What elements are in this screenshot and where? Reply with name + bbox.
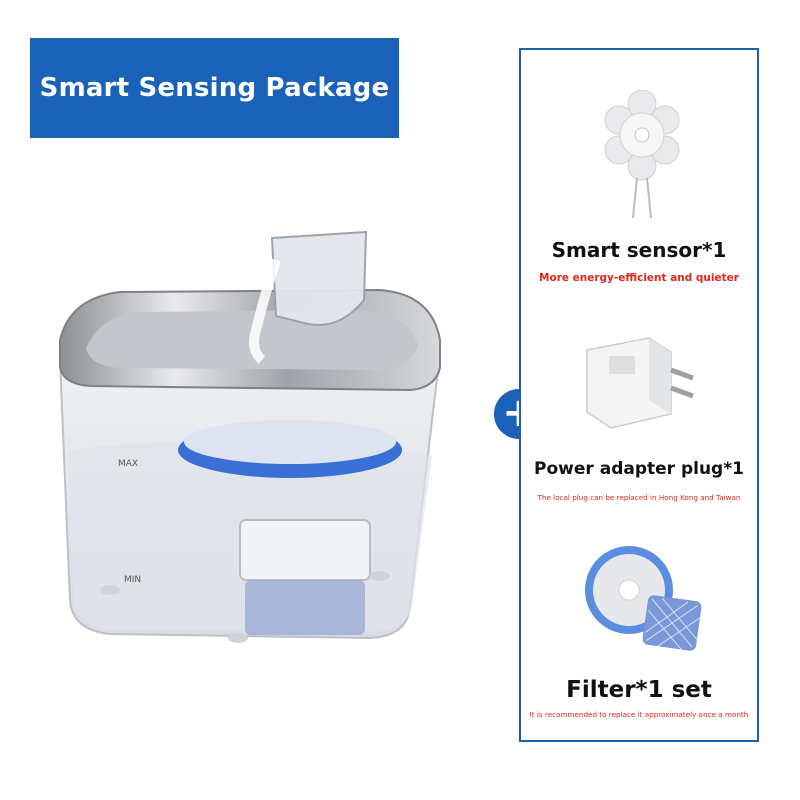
flower-sensor-icon [597,90,687,222]
item-subtitle-smart-sensor: More energy-efficient and quieter [539,272,739,284]
item-subtitle-power-adapter: The local plug can be replaced in Hong K… [537,493,741,502]
package-contents-panel: Smart sensor*1 More energy-efficient and… [519,48,759,742]
water-fountain-image: MAX MIN [40,220,460,660]
package-title-banner: Smart Sensing Package [30,38,399,138]
package-title: Smart Sensing Package [39,73,390,103]
item-subtitle-filter: It is recommended to replace it approxim… [529,710,749,719]
max-mark: MAX [118,459,138,469]
power-adapter-icon [579,330,703,436]
item-title-filter: Filter*1 set [566,677,712,703]
item-title-smart-sensor: Smart sensor*1 [551,238,727,262]
filter-icon [579,542,703,652]
min-mark: MIN [124,575,141,585]
water-fountain-illustration: MAX MIN [58,230,441,643]
item-title-power-adapter: Power adapter plug*1 [534,459,744,479]
